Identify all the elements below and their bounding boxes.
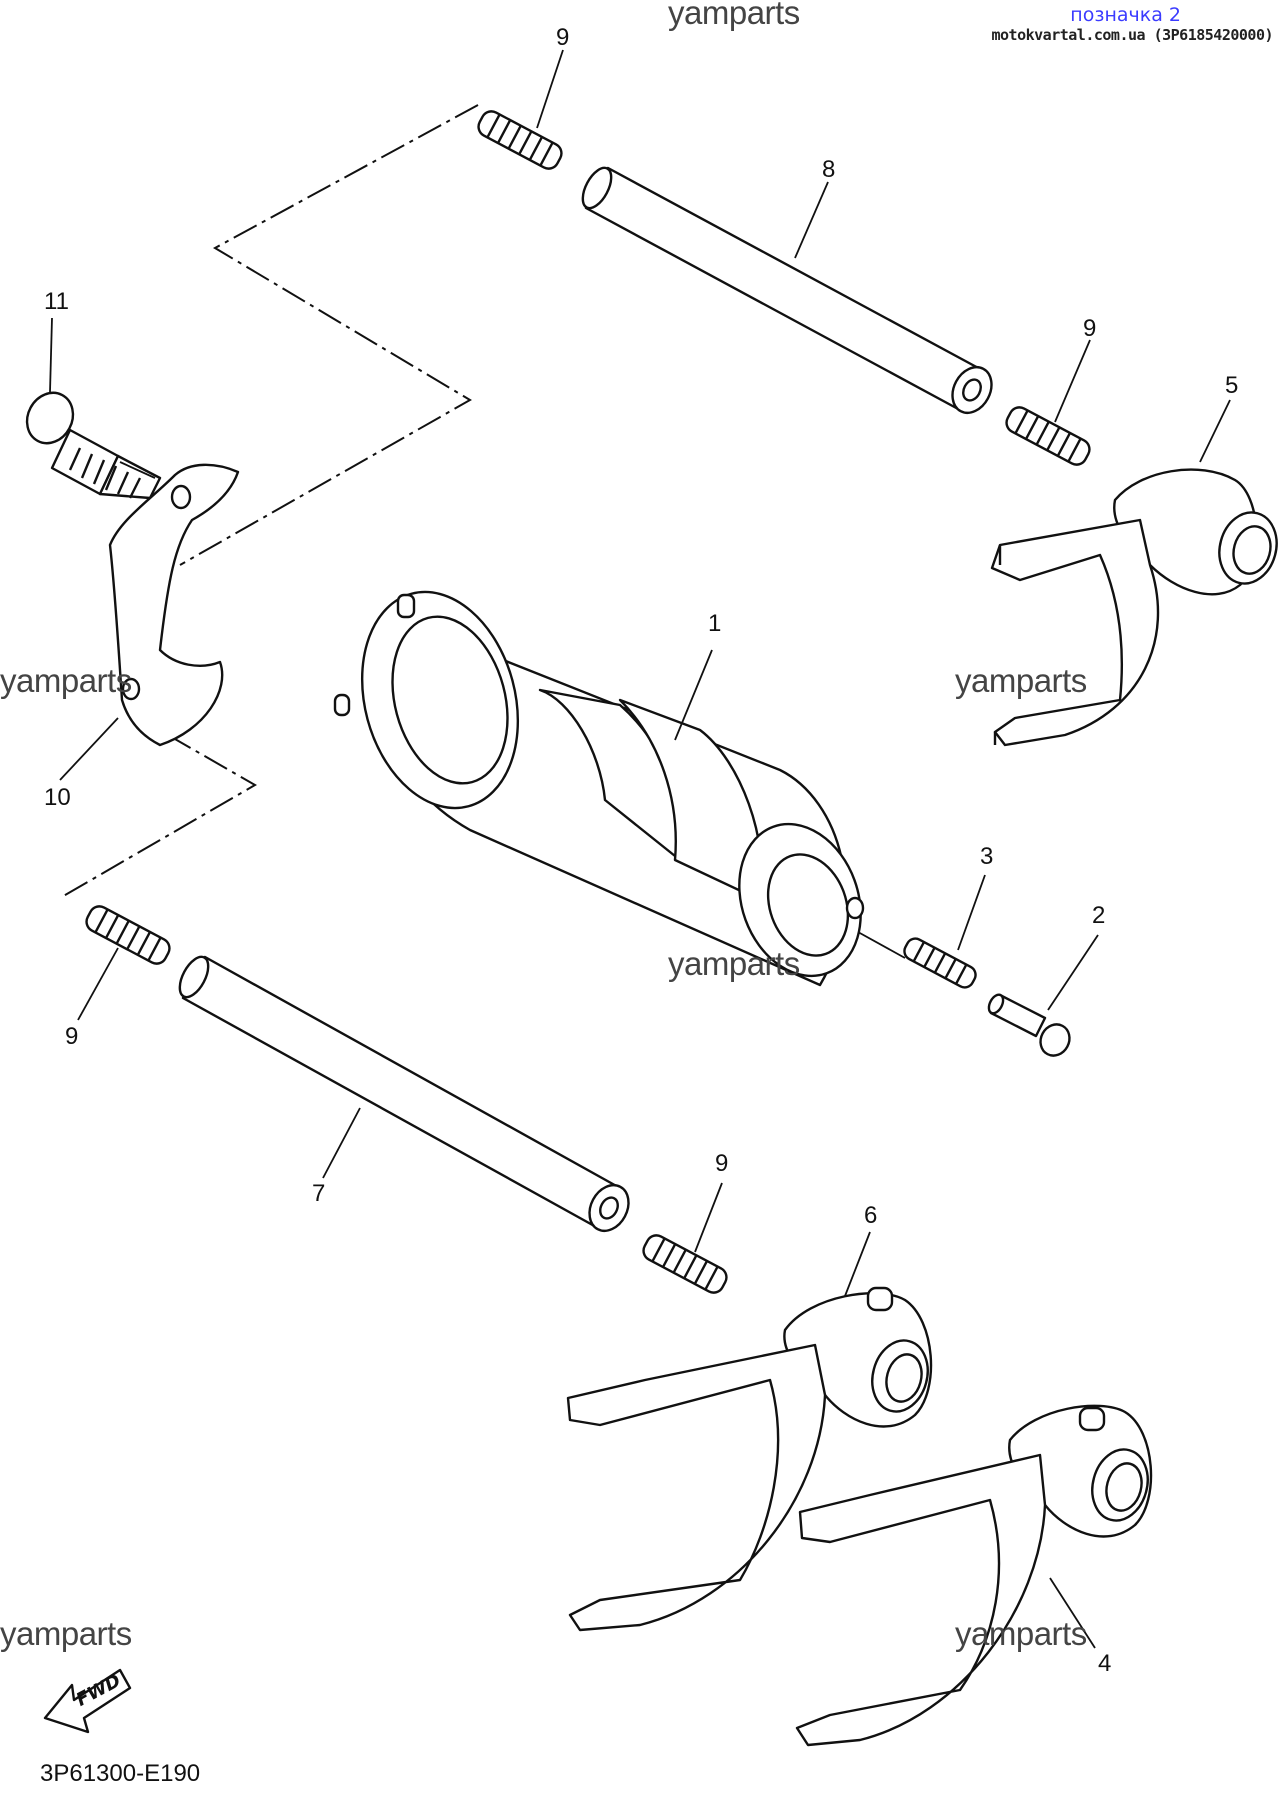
watermark-bottom-right: yamparts bbox=[955, 1615, 1087, 1652]
watermark-center: yamparts bbox=[668, 945, 800, 982]
shift-fork-6 bbox=[566, 1286, 933, 1632]
callout-6: 6 bbox=[864, 1202, 878, 1229]
callout-11: 11 bbox=[44, 288, 69, 315]
callout-10: 10 bbox=[44, 784, 71, 811]
callout-8: 8 bbox=[822, 156, 836, 183]
callout-4: 4 bbox=[1098, 1650, 1112, 1677]
assembly-guide-upper bbox=[179, 104, 479, 566]
watermark-right: yamparts bbox=[955, 662, 1087, 699]
shift-drum-1 bbox=[333, 590, 865, 987]
shift-fork-4 bbox=[795, 1404, 1153, 1747]
assembly-guide-lower bbox=[59, 734, 258, 899]
fork-shaft-8 bbox=[581, 166, 993, 415]
spring-9-left bbox=[85, 905, 171, 965]
stopper-plate-10 bbox=[108, 463, 240, 747]
diagram-code: 3P61300-E190 bbox=[40, 1760, 201, 1787]
watermark-bottom-left: yamparts bbox=[0, 1615, 132, 1652]
callout-9-bottom: 9 bbox=[715, 1150, 729, 1177]
fwd-arrow-icon bbox=[43, 1668, 132, 1734]
shift-fork-5 bbox=[990, 468, 1278, 747]
spring-9-top bbox=[477, 110, 563, 170]
spring-3 bbox=[903, 937, 977, 989]
fork-shaft-7 bbox=[178, 955, 630, 1233]
callout-9-right: 9 bbox=[1083, 315, 1097, 342]
callout-2: 2 bbox=[1092, 902, 1106, 929]
watermark-top: yamparts bbox=[668, 0, 800, 31]
bolt-11 bbox=[25, 391, 162, 500]
header-label: позначка 2 bbox=[1070, 4, 1181, 26]
leader-lines bbox=[49, 49, 1231, 1649]
callout-7: 7 bbox=[312, 1180, 326, 1207]
callout-5: 5 bbox=[1225, 372, 1239, 399]
watermark-left: yamparts bbox=[0, 662, 132, 699]
pin-2 bbox=[987, 993, 1071, 1057]
header-source: motokvartal.com.ua (3P6185420000) bbox=[991, 26, 1273, 44]
spring-9-bottom bbox=[642, 1234, 728, 1294]
callout-3: 3 bbox=[980, 843, 994, 870]
callout-9-left: 9 bbox=[65, 1023, 79, 1050]
spring-9-right bbox=[1005, 406, 1091, 466]
callout-9-top: 9 bbox=[556, 24, 570, 51]
callout-1: 1 bbox=[708, 610, 722, 637]
